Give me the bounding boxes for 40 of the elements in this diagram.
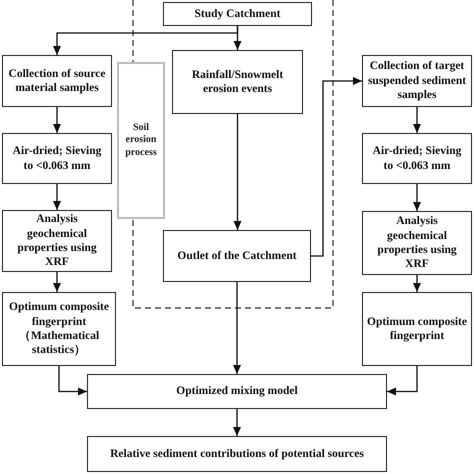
box-text: Air-dried; Sieving to <0.063 mm xyxy=(12,144,102,173)
box-text: Air-dried; Sieving to <0.063 mm xyxy=(372,144,462,173)
process-box xyxy=(87,374,387,409)
arrow xyxy=(58,366,87,396)
arrow xyxy=(311,77,362,257)
arrow xyxy=(413,107,421,133)
box-text: Relative sediment contributions of potential sources xyxy=(110,446,364,462)
arrow xyxy=(387,366,418,396)
box-text: Optimized mixing model xyxy=(176,384,298,399)
box-text: Analysis geochemical properties using XRF xyxy=(376,214,458,272)
arrow xyxy=(53,107,61,133)
process-box xyxy=(163,230,311,282)
box-text: Optimum composite fingerprint xyxy=(367,314,467,344)
process-box xyxy=(2,292,116,366)
box-text: Soil erosion process xyxy=(124,122,158,160)
process-band xyxy=(117,62,165,219)
process-box xyxy=(362,292,472,366)
box-text: Optimum composite fingerprint （Mathematical statistics） xyxy=(8,300,110,358)
box-text: Collection of target suspended sediment samples xyxy=(367,59,467,103)
box-text: Outlet of the Catchment xyxy=(177,248,297,264)
process-box xyxy=(2,133,112,184)
box-text: Collection of source material samples xyxy=(8,66,106,96)
arrow xyxy=(234,114,242,230)
arrow xyxy=(413,275,421,292)
box-text: Rainfall/Snowmelt erosion events xyxy=(190,68,284,96)
arrow xyxy=(234,26,242,50)
process-box xyxy=(163,2,312,26)
arrow xyxy=(413,184,421,211)
process-box xyxy=(362,133,472,184)
arrow xyxy=(53,184,61,210)
process-box xyxy=(2,55,112,107)
arrow xyxy=(53,272,61,292)
process-box xyxy=(362,211,472,275)
box-text: Analysis geochemical properties using XRF xyxy=(16,212,98,270)
arrow xyxy=(233,282,241,374)
process-box xyxy=(2,210,112,272)
process-box xyxy=(172,50,303,114)
arrow xyxy=(233,409,241,436)
process-box xyxy=(87,436,387,472)
box-text: Study Catchment xyxy=(194,6,280,22)
